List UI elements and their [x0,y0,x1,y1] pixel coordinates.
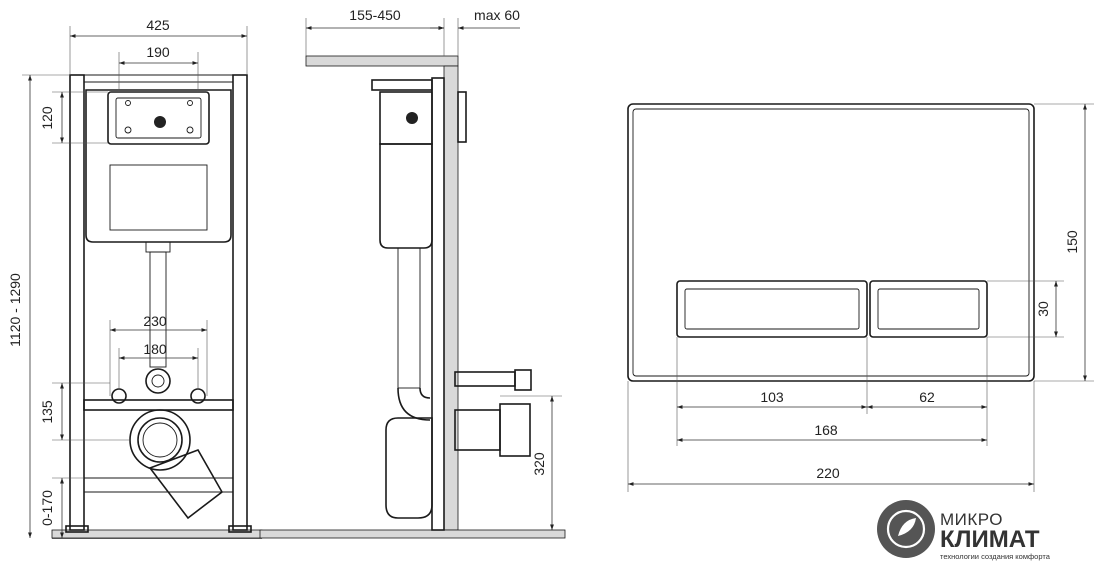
front-dimensions: 425 190 120 1120 - 1290 230 180 135 [7,17,248,538]
dim-floor-adjust: 0-170 [39,490,55,526]
dim-opening-height: 120 [39,106,55,130]
dim-buttons-total-width: 168 [814,422,838,438]
dim-frame-width: 425 [146,17,170,33]
dim-mounting-inner: 180 [143,341,167,357]
side-drain-connector [454,409,501,451]
flush-plate-view: 150 30 103 62 168 220 [627,103,1094,492]
flush-pipe [149,251,167,368]
dim-outlet-height: 135 [39,400,55,424]
logo-line2: КЛИМАТ [940,526,1040,553]
front-view: 425 190 120 1120 - 1290 230 180 135 [7,17,263,539]
dim-plate-height: 150 [1064,230,1080,254]
logo-tagline: технологии создания комфорта [940,552,1051,561]
plate-dimensions: 150 30 103 62 168 220 [627,103,1094,492]
brand-logo: МИКРО КЛИМАТ технологии создания комфорт… [877,500,1051,561]
dim-large-button-width: 103 [760,389,784,405]
small-flush-button [869,280,988,338]
side-dimensions: 155-450 max 60 320 [305,7,562,530]
side-flush-pipe [397,247,421,389]
side-floor [259,529,566,539]
left-upright [69,74,85,531]
dim-drain-height: 320 [531,452,547,476]
side-view: 155-450 max 60 320 [259,7,566,539]
cistern [85,89,232,243]
dim-wall-distance: 155-450 [349,7,401,23]
right-upright [232,74,248,531]
ceiling-slab [305,55,459,67]
flush-plate [627,103,1035,382]
side-cistern [379,143,433,249]
dim-opening-width: 190 [146,44,170,60]
wall [443,65,459,531]
dim-mounting-outer: 230 [143,313,167,329]
drain-outlet [129,409,191,471]
crossbar [83,399,234,411]
cistern-opening [107,91,210,145]
dim-small-button-width: 62 [919,389,935,405]
logo-line1: МИКРО [940,510,1003,529]
cistern-front-panel [109,164,208,231]
drain-elbow [148,449,224,520]
side-drain-trap [385,417,433,519]
side-upright [431,77,445,531]
dim-button-height: 30 [1035,301,1051,317]
inlet-connector [145,368,171,394]
side-inlet [454,371,516,387]
right-foot [228,525,252,533]
dim-max-thickness: max 60 [474,7,520,23]
dim-total-height: 1120 - 1290 [7,273,23,347]
dim-plate-width: 220 [816,465,840,481]
left-foot [65,525,89,533]
large-flush-button [676,280,868,338]
